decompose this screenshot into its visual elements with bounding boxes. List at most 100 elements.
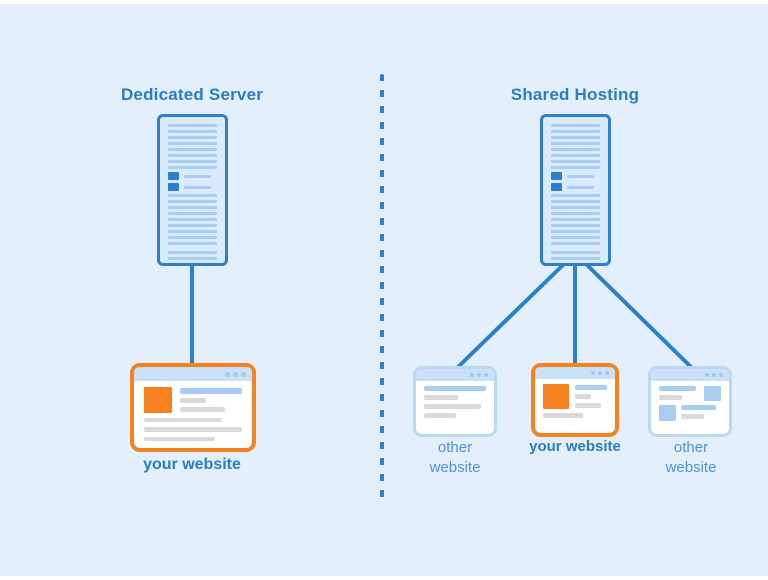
content-top-row [659,386,721,401]
bottom-margin [0,576,768,580]
text-line [681,405,717,410]
browser-content [535,379,615,433]
server-vent [168,236,217,239]
server-vents [551,194,600,245]
text-line [424,386,486,391]
dashed-divider [380,74,384,504]
dedicated-server-tower-icon [157,114,228,266]
server-vent [551,212,600,215]
server-vents [168,194,217,245]
top-margin [0,0,768,4]
hero-text-lines [575,384,607,409]
window-dot-icon [712,373,716,377]
text-line [575,385,607,390]
server-vent [168,148,217,151]
server-vent [551,136,600,139]
blue-image-placeholder [659,405,676,421]
window-dot-icon [484,373,488,377]
content-hero-row [144,387,242,413]
server-vent [551,218,600,221]
server-vent [168,251,217,254]
server-vent [168,130,217,133]
server-led-row [551,172,600,180]
server-vent [168,160,217,163]
shared-hosting-server-tower-icon [540,114,611,266]
text-line [144,418,223,423]
server-vent [184,174,211,178]
window-dot-icon [598,371,602,375]
text-line [144,427,242,432]
content-hero-row [543,384,607,409]
server-led-row [168,183,217,191]
server-vent [551,224,600,227]
your-website-window-icon [531,363,619,437]
text-line [659,395,683,400]
server-vents [551,251,600,266]
server-vent [551,154,600,157]
text-line [575,403,602,408]
window-dot-icon [719,373,723,377]
window-dot-icon [605,371,609,375]
server-led [551,183,562,191]
text-lines [659,386,699,401]
window-dot-icon [470,373,474,377]
server-vent [551,257,600,260]
text-line [659,386,696,391]
text-line [424,413,457,418]
server-vent [551,200,600,203]
window-dot-icon [225,371,230,377]
browser-content [651,381,729,434]
browser-titlebar [535,367,615,379]
hero-text-lines [180,387,242,413]
server-led [551,172,562,180]
server-vent [551,251,600,254]
text-line [180,398,207,403]
server-vent [551,166,600,169]
server-vent [551,263,600,266]
server-vent [168,166,217,169]
window-dot-icon [241,371,246,377]
text-line [681,414,705,419]
server-vent [168,206,217,209]
other-website-window-icon [413,366,497,437]
browser-titlebar [416,369,494,381]
server-led-row [168,172,217,180]
orange-image-placeholder [543,384,569,409]
your-website-label: your website [143,456,241,473]
text-line [180,388,242,394]
your-website-window-icon [130,363,256,452]
server-vent [551,230,600,233]
server-led-row [551,183,600,191]
orange-image-placeholder [144,387,172,413]
server-vent [551,242,600,245]
window-dot-icon [591,371,595,375]
server-vent [551,130,600,133]
server-vent [567,174,594,178]
text-line [424,395,459,400]
server-vent [551,142,600,145]
server-vent [168,263,217,266]
server-vent [168,142,217,145]
blue-image-placeholder [704,386,721,401]
server-vent [551,236,600,239]
server-vent [184,185,211,189]
text-line [144,436,215,441]
other-website-label: other website [429,439,481,477]
text-line [543,413,583,418]
text-line [575,394,591,399]
browser-titlebar [651,369,729,381]
server-vent [168,124,217,127]
server-vent [551,148,600,151]
text-line [180,407,225,412]
server-vent [551,160,600,163]
window-dot-icon [477,373,481,377]
server-vent [168,154,217,157]
server-vent [567,185,594,189]
browser-content [416,381,494,434]
server-vent [551,206,600,209]
server-vent [168,200,217,203]
text-lines [681,405,721,421]
shared-hosting-title: Shared Hosting [510,85,640,104]
server-vent [168,242,217,245]
